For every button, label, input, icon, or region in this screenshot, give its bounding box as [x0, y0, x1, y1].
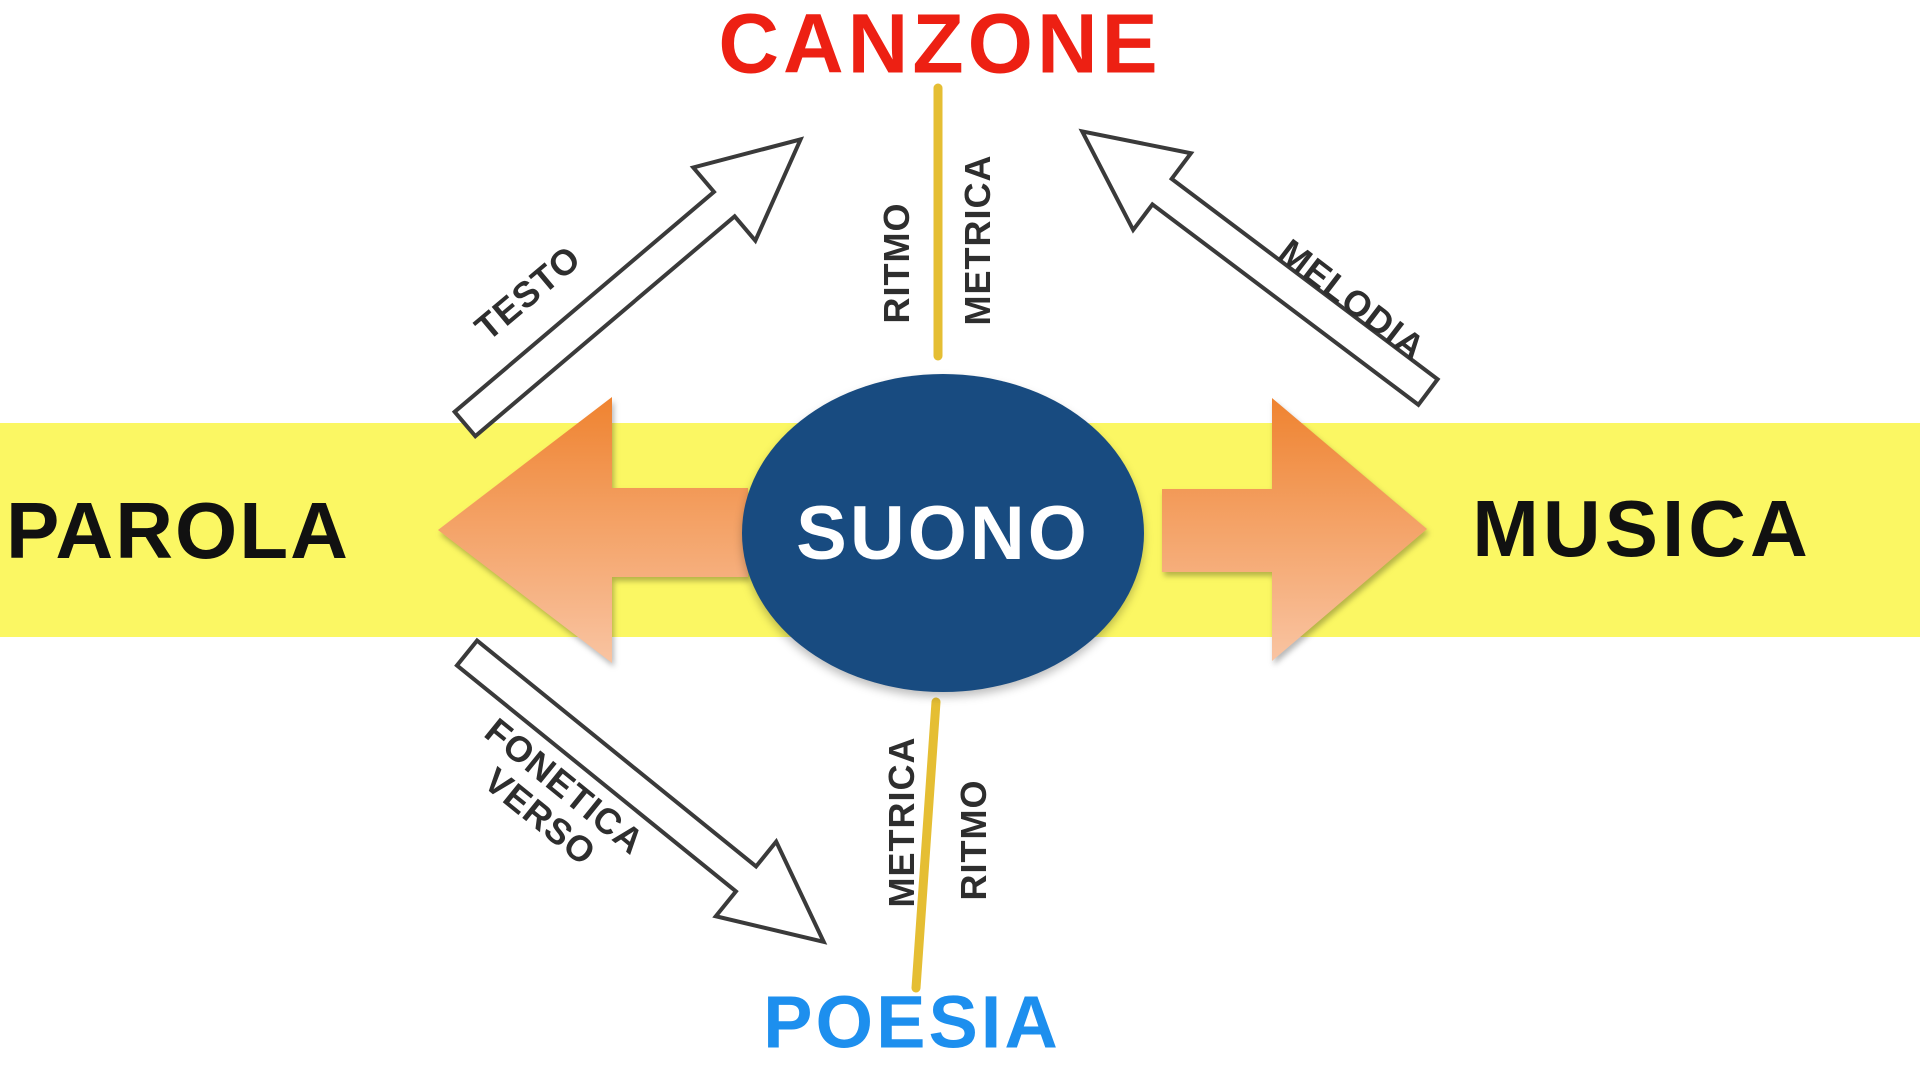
- metrica-bottom-label: METRICA: [881, 736, 922, 908]
- musica-label: MUSICA: [1472, 484, 1812, 573]
- melodia-arrow: [1078, 128, 1441, 408]
- parola-label: PAROLA: [6, 486, 350, 575]
- ritmo-bottom-label: RITMO: [953, 779, 994, 901]
- fonetica-verso-arrow: [454, 637, 828, 945]
- ritmo-top-label: RITMO: [876, 202, 917, 324]
- suono-to-parola-arrow: [438, 397, 748, 663]
- suono-poesia-connector: [911, 697, 941, 993]
- canzone-label: CANZONE: [718, 0, 1162, 91]
- suono-label: SUONO: [796, 490, 1090, 576]
- metrica-top-label: METRICA: [957, 154, 998, 326]
- testo-arrow: [451, 136, 805, 440]
- suono-node: SUONO: [742, 374, 1144, 692]
- poesia-label: POESIA: [763, 980, 1061, 1064]
- suono-to-musica-arrow: [1162, 398, 1427, 661]
